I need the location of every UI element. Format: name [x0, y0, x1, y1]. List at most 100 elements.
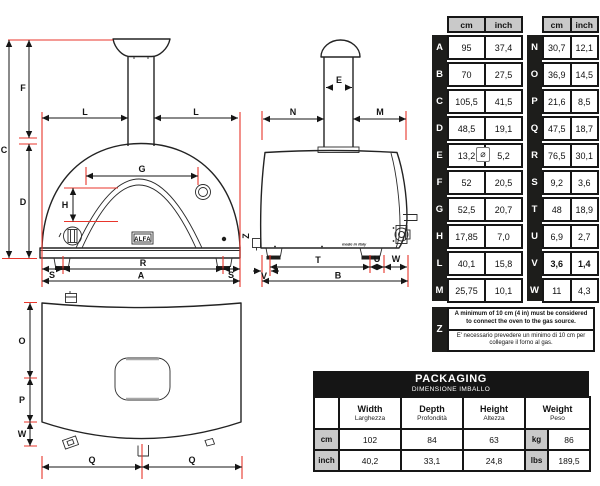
inch-header: inch — [486, 16, 523, 33]
weight-value: 86 — [547, 428, 591, 451]
empty-corner-cell — [313, 396, 340, 430]
dim-label-l-left: L — [82, 107, 88, 117]
oven-top-outline — [41, 302, 242, 440]
valve-plate — [395, 225, 408, 244]
dim-label-s-left: S — [49, 270, 55, 280]
inch-value: 20,5 — [484, 172, 521, 193]
oven-body-side — [259, 149, 408, 249]
dim-label-p: P — [19, 395, 25, 405]
side-left-foot — [265, 247, 283, 257]
alfa-logo-text: ALFA — [134, 237, 151, 243]
cm-value: 17,85 — [455, 231, 478, 242]
inch-value: 19,1 — [484, 118, 521, 139]
dim-label-l-right: L — [193, 107, 199, 117]
row-letter: U — [531, 231, 538, 242]
row-letter: T — [531, 204, 538, 215]
inch-value: 14,5 — [569, 64, 598, 85]
packaging-subtitle: DIMENSIONE IMBALLO — [411, 386, 491, 393]
row-letter: V — [531, 258, 538, 269]
top-view-drawing: O P W Q Q — [18, 291, 243, 479]
dim-label-b: B — [335, 271, 342, 281]
gas-note-italian: E' necessario prevedere un minimo di 10 … — [456, 332, 586, 347]
gas-note-letter: Z — [432, 307, 447, 353]
unit-header-row: cm inch — [447, 16, 523, 33]
valve-knob-side — [394, 227, 409, 242]
chimney-flange — [317, 146, 360, 153]
cm-value: 3,6 — [550, 258, 563, 269]
cm-value: 25,75 — [455, 285, 478, 296]
side-view-drawing: Z made in Italy E N — [241, 39, 418, 287]
dim-label-h: H — [62, 200, 69, 210]
width-value: 102 — [338, 428, 402, 451]
dim-label-g: G — [138, 164, 145, 174]
dim-label-d: D — [20, 197, 27, 207]
bottom-center-stub — [137, 445, 149, 457]
dim-label-w-top: W — [18, 429, 27, 439]
inch-value: 12,1 — [569, 37, 598, 58]
packaging-header: PACKAGING DIMENSIONE IMBALLO — [313, 371, 589, 396]
inch-value: 3,6 — [569, 172, 598, 193]
chimney-pipe-front — [127, 56, 155, 146]
inch-value: 37,4 — [484, 37, 521, 58]
height-value: 63 — [462, 428, 526, 451]
weight-value: 189,5 — [547, 449, 591, 472]
dim-label-q-left: Q — [88, 455, 95, 465]
gas-knob-front — [63, 226, 82, 246]
chimney-pipe-side — [323, 57, 354, 147]
bottom-left-fitting — [61, 435, 80, 450]
dim-label-c: C — [1, 145, 8, 155]
top-knob-stub — [65, 293, 77, 303]
dim-label-s-right: S — [228, 270, 234, 280]
dim-label-n: N — [290, 107, 297, 117]
oven-dome-front — [41, 142, 241, 249]
row-letter: B — [436, 69, 443, 80]
alfa-logo-plate — [131, 231, 154, 245]
row-letter: D — [436, 123, 443, 134]
gas-inlet-fitting — [252, 238, 261, 248]
cm-value: 13,2 — [457, 150, 476, 161]
width-value: 40,2 — [338, 449, 402, 472]
dim-label-f: F — [20, 83, 26, 93]
gas-connection-note: Z A minimum of 10 cm (4 in) must be cons… — [432, 307, 595, 353]
bottom-right-fitting — [204, 437, 216, 447]
front-left-foot — [53, 257, 71, 267]
inch-header: inch — [571, 16, 599, 33]
row-letter: W — [530, 285, 539, 296]
igniter-button — [221, 236, 227, 242]
row-letter: H — [436, 231, 443, 242]
inch-value: 4,3 — [569, 280, 598, 301]
cm-value: 11 — [552, 285, 562, 296]
inch-value: 41,5 — [484, 91, 521, 112]
dim-label-e: E — [336, 75, 342, 85]
inch-value: 8,5 — [569, 91, 598, 112]
weight-unit-label: lbs — [524, 449, 549, 472]
cm-value: 105,5 — [455, 96, 478, 107]
dim-label-t: T — [315, 255, 321, 265]
cm-value: 48 — [551, 204, 562, 215]
cm-value: 40,1 — [457, 258, 476, 269]
gas-note-english: A minimum of 10 cm (4 in) must be consid… — [449, 309, 593, 331]
chimney-opening-top — [114, 357, 171, 401]
unit-header-row: cm inch — [542, 16, 599, 33]
packaging-row-cm: cm 102 84 63 kg 86 — [313, 428, 591, 451]
depth-value: 84 — [400, 428, 464, 451]
unit-label: cm — [313, 428, 340, 451]
depth-value: 33,1 — [400, 449, 464, 472]
